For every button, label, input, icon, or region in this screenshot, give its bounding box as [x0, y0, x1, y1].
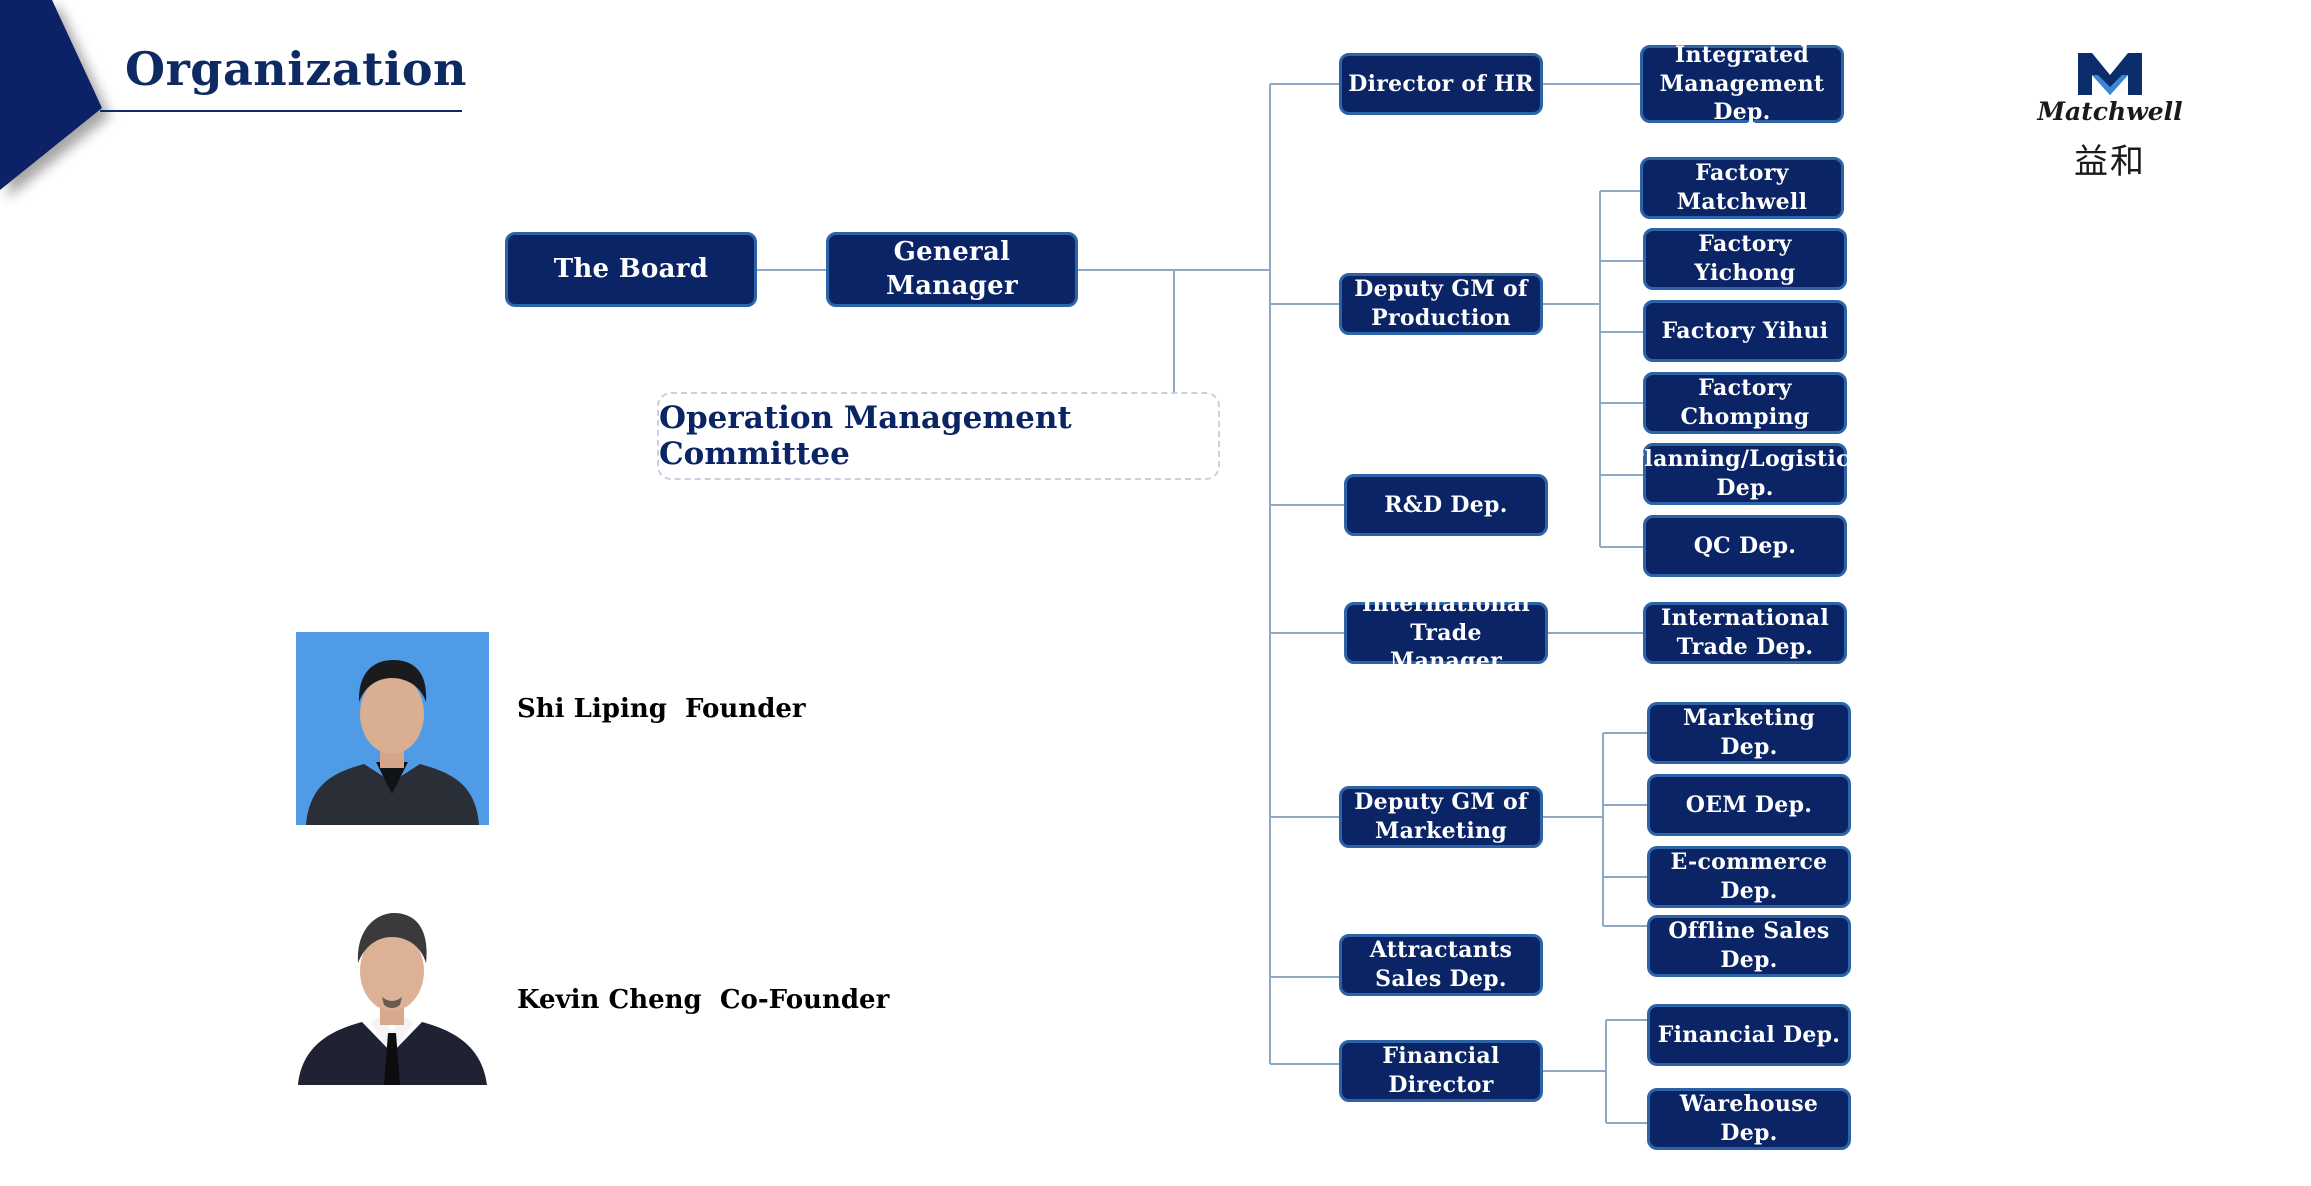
logo-chinese-name: 益和 [2074, 142, 2146, 182]
node-financial-director: Financial Director [1339, 1040, 1543, 1102]
node-ecommerce-dep: E-commerce Dep. [1647, 846, 1851, 908]
corner-accent-shape [0, 0, 102, 190]
cofounder-photo [296, 905, 489, 1085]
node-general-manager: General Manager [826, 232, 1078, 307]
node-factory-matchwell: Factory Matchwell [1640, 157, 1844, 219]
node-attractants-sales-dep: Attractants Sales Dep. [1339, 934, 1543, 996]
founder-portrait-icon [296, 632, 489, 825]
cofounder-portrait-icon [296, 905, 489, 1085]
node-international-trade-dep: International Trade Dep. [1643, 602, 1847, 664]
matchwell-logo-icon [2078, 53, 2142, 95]
founder-photo [296, 632, 489, 825]
node-operation-management-committee: Operation Management Committee [657, 392, 1220, 480]
page-title: Organization [125, 42, 467, 96]
logo-wordmark: Matchwell [2037, 97, 2183, 126]
founder-caption: Shi Liping Founder [517, 694, 806, 724]
node-deputy-gm-marketing: Deputy GM of Marketing [1339, 786, 1543, 848]
node-financial-dep: Financial Dep. [1647, 1004, 1851, 1066]
node-planning-logistics-dep: Planning/Logistics Dep. [1628, 443, 1862, 505]
node-rnd-dep: R&D Dep. [1344, 474, 1548, 536]
node-international-trade-manager: International Trade Manager [1344, 591, 1548, 674]
node-deputy-gm-production: Deputy GM of Production [1339, 273, 1543, 335]
node-the-board: The Board [505, 232, 757, 307]
node-warehouse-dep: Warehouse Dep. [1647, 1088, 1851, 1150]
node-qc-dep: QC Dep. [1643, 515, 1847, 577]
title-underline [100, 110, 462, 112]
cofounder-caption: Kevin Cheng Co-Founder [517, 985, 890, 1015]
node-factory-chomping: Factory Chomping [1643, 372, 1847, 434]
node-director-of-hr: Director of HR [1339, 53, 1543, 115]
node-factory-yihui: Factory Yihui [1643, 300, 1847, 362]
node-marketing-dep: Marketing Dep. [1647, 702, 1851, 764]
node-integrated-management-dep: Integrated Management Dep. [1640, 42, 1844, 125]
node-offline-sales-dep: Offline Sales Dep. [1647, 915, 1851, 977]
node-oem-dep: OEM Dep. [1647, 774, 1851, 836]
node-factory-yichong: Factory Yichong [1643, 228, 1847, 290]
